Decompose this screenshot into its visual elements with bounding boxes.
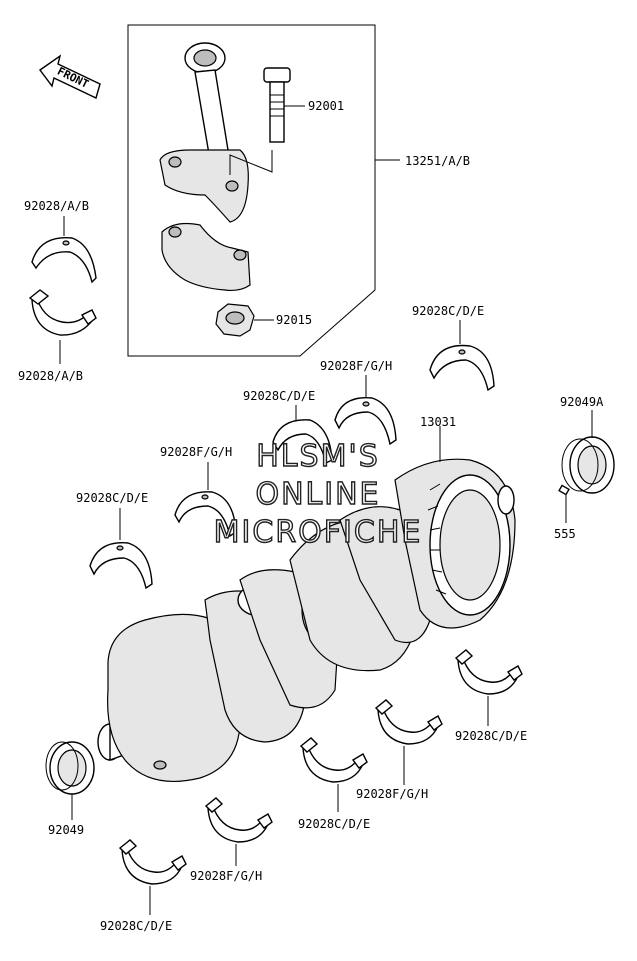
label-92028fgh-mid: 92028F/G/H bbox=[160, 445, 232, 459]
rod-assembly-box bbox=[127, 24, 376, 357]
label-92028cde-left: 92028C/D/E bbox=[76, 491, 148, 505]
label-92015: 92015 bbox=[276, 313, 312, 327]
label-92028cde-lower-right: 92028C/D/E bbox=[455, 729, 527, 743]
watermark-line1: HLSM'S bbox=[256, 439, 380, 474]
label-13031: 13031 bbox=[420, 415, 456, 429]
main-bearing-cde-lower-mid-icon bbox=[299, 737, 368, 783]
crankshaft-icon bbox=[97, 458, 516, 783]
main-bearing-top-right-icon bbox=[429, 344, 495, 392]
label-92028fgh-bottom: 92028F/G/H bbox=[190, 869, 262, 883]
main-bearing-cde-upper-icon bbox=[272, 419, 333, 465]
label-92028fgh-upper: 92028F/G/H bbox=[320, 359, 392, 373]
label-92049a: 92049A bbox=[560, 395, 604, 409]
rod-bearing-upper-icon bbox=[31, 237, 97, 284]
label-92028cde-bottom: 92028C/D/E bbox=[100, 919, 172, 933]
front-arrow-icon: FRONT bbox=[39, 54, 101, 99]
label-555: 555 bbox=[554, 527, 576, 541]
main-bearing-fgh-lower-icon bbox=[374, 699, 443, 745]
watermark-line2: ONLINE bbox=[255, 477, 380, 512]
label-13251: 13251/A/B bbox=[405, 154, 470, 168]
label-92028ab-lower: 92028/A/B bbox=[18, 369, 83, 383]
label-92028ab-upper: 92028/A/B bbox=[24, 199, 89, 213]
main-bearing-cde-lower-right-icon bbox=[454, 649, 523, 695]
rod-bearing-lower-icon bbox=[28, 289, 97, 336]
oil-seal-right-icon bbox=[561, 436, 615, 494]
main-bearing-cde-left-icon bbox=[89, 542, 153, 590]
main-bearing-fgh-bottom-icon bbox=[204, 797, 273, 843]
label-92028fgh-lower: 92028F/G/H bbox=[356, 787, 428, 801]
label-92028cde-top-right: 92028C/D/E bbox=[412, 304, 484, 318]
label-92028cde-upper: 92028C/D/E bbox=[243, 389, 315, 403]
label-92028cde-lower-mid: 92028C/D/E bbox=[298, 817, 370, 831]
rod-bolt-icon bbox=[263, 67, 291, 143]
oil-seal-left-icon bbox=[45, 741, 95, 795]
main-bearing-cde-bottom-icon bbox=[118, 839, 187, 885]
rod-cap-icon bbox=[161, 222, 251, 292]
watermark-line3: MICROFICHE bbox=[214, 515, 423, 550]
label-92049: 92049 bbox=[48, 823, 84, 837]
watermark: HLSM'S ONLINE MICROFICHE bbox=[213, 438, 423, 550]
label-92001: 92001 bbox=[308, 99, 344, 113]
rod-nut-icon bbox=[215, 303, 255, 337]
pin-icon bbox=[558, 484, 570, 496]
main-bearing-fgh-mid-icon bbox=[174, 491, 237, 538]
main-bearing-fgh-upper-icon bbox=[334, 396, 397, 446]
connecting-rod-icon bbox=[159, 42, 249, 223]
